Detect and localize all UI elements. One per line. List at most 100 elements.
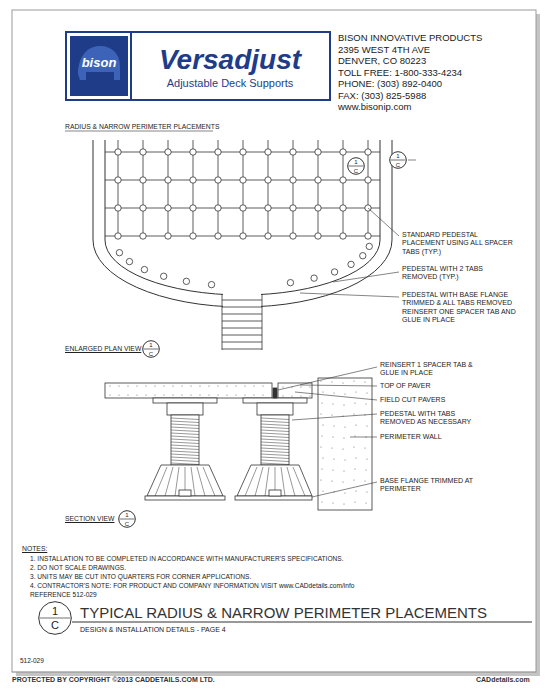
plan-view — [315, 177, 321, 183]
section-view — [164, 386, 165, 387]
plan-view — [115, 149, 121, 155]
section-view — [344, 438, 345, 439]
section-view — [171, 415, 199, 465]
section-view — [209, 386, 210, 387]
plan-view — [190, 233, 196, 239]
leader-line — [312, 482, 377, 497]
plan-view — [366, 243, 372, 249]
leader-line — [408, 160, 416, 161]
plan-view — [222, 342, 262, 343]
section-view — [263, 395, 264, 396]
section-view — [235, 398, 312, 500]
note-text: 4. CONTRACTOR'S NOTE: FOR PRODUCT AND CO… — [30, 582, 354, 590]
plan-view — [222, 328, 262, 329]
plan-view — [160, 273, 166, 279]
section-view — [263, 386, 264, 387]
section-view — [321, 414, 322, 415]
section-view — [182, 386, 183, 387]
section-view — [261, 460, 289, 462]
section-view — [301, 387, 302, 388]
bubble-circle — [143, 341, 160, 358]
note-text: 1. INSTALLATION TO BE COMPLETED IN ACCOR… — [30, 555, 344, 563]
company-name: BISON INNOVATIVE PRODUCTS — [338, 32, 482, 43]
plan-view — [141, 266, 147, 272]
section-view — [110, 386, 111, 387]
section-view — [354, 447, 355, 448]
bubble-circle — [390, 152, 407, 169]
section-view — [200, 395, 201, 396]
plan-view — [290, 205, 296, 211]
section-view — [171, 418, 199, 420]
plan-view — [340, 233, 346, 239]
view-title: SECTION VIEW — [65, 515, 114, 523]
plan-view — [165, 205, 171, 211]
section-view — [366, 470, 367, 471]
section-view — [171, 457, 199, 459]
section-view — [344, 504, 345, 505]
section-view — [128, 395, 129, 396]
section-view — [366, 404, 367, 405]
plan-view — [265, 149, 271, 155]
plan-view — [222, 321, 262, 322]
section-view — [171, 424, 199, 426]
plan-view — [215, 205, 221, 211]
section-view — [261, 424, 289, 426]
note-text: 2. DO NOT SCALE DRAWINGS. — [30, 564, 126, 572]
section-view — [245, 386, 246, 387]
callout-text: PERIMETER WALL — [380, 433, 530, 441]
section-view — [261, 442, 289, 444]
plan-view — [116, 249, 122, 255]
section-view — [354, 480, 355, 481]
section-view — [236, 386, 237, 387]
plan-view — [208, 281, 214, 287]
section-view — [261, 418, 289, 420]
plan-view — [290, 177, 296, 183]
section-view — [146, 395, 147, 396]
plan-view — [265, 205, 271, 211]
section-view — [355, 436, 356, 437]
bubble-divider — [120, 519, 135, 520]
detail-number: 1 — [347, 159, 365, 165]
section-view — [110, 395, 111, 396]
plan-view — [140, 149, 146, 155]
section-view — [167, 403, 203, 415]
section-view — [332, 382, 333, 383]
section-view — [200, 386, 201, 387]
section-view — [171, 460, 199, 462]
section-view — [344, 405, 345, 406]
plan-view — [115, 205, 121, 211]
callout-text: PEDESTAL WITH BASE FLANGE TRIMMED & ALL … — [402, 291, 534, 325]
logo-mark: bison — [70, 36, 128, 96]
section-view — [345, 460, 346, 461]
section-view — [310, 387, 311, 388]
title-underline — [65, 131, 213, 132]
bubble-circle — [39, 602, 72, 635]
section-view — [119, 386, 120, 387]
section-view — [323, 491, 324, 492]
sheet-letter: C — [347, 168, 365, 174]
plan-view — [311, 275, 317, 281]
bubble-circle — [119, 511, 136, 528]
section-view — [171, 439, 199, 441]
section-view — [365, 481, 366, 482]
callout-text: PEDESTAL WITH TABS REMOVED AS NECESSARY — [380, 410, 490, 427]
plan-view — [115, 233, 121, 239]
plan-view — [183, 278, 189, 284]
detail-number: 1 — [38, 606, 72, 617]
section-view — [164, 395, 165, 396]
section-view — [356, 392, 357, 393]
leader-line — [368, 208, 399, 236]
section-view — [321, 480, 322, 481]
section-view — [173, 395, 174, 396]
callout-bubble: 1C — [118, 510, 136, 528]
brand-name: Versadjust — [134, 46, 326, 74]
section-view — [105, 383, 272, 398]
section-view — [323, 392, 324, 393]
section-view — [155, 467, 167, 496]
section-view — [261, 448, 289, 450]
section-view — [137, 386, 138, 387]
section-view — [261, 436, 289, 438]
section-view — [321, 447, 322, 448]
section-view — [237, 465, 312, 496]
section-view — [171, 427, 199, 429]
